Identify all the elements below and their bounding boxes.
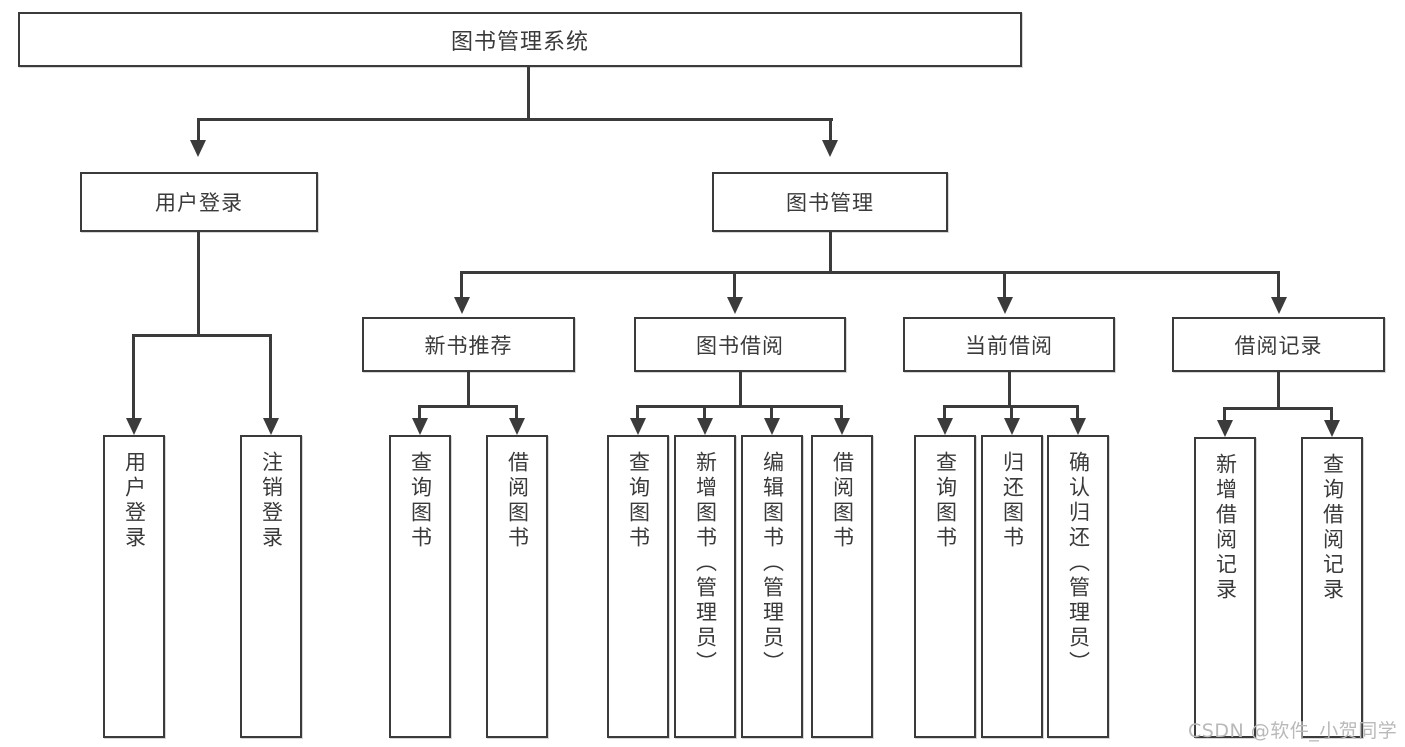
- arrowhead-leaf-return-book: [1004, 418, 1020, 435]
- leaf-label: 归还图书: [1000, 451, 1025, 551]
- connector-bb-drop-1: [636, 405, 639, 418]
- leaf-edit-book[interactable]: 编辑图书（管理员）: [741, 435, 803, 738]
- connector-bb-stem: [739, 372, 742, 406]
- connector-book-manage-stem: [829, 232, 832, 273]
- leaf-query-book-1[interactable]: 查询图书: [389, 435, 451, 738]
- connector-bm-drop-1: [460, 271, 463, 297]
- leaf-label: 确认归还（管理员）: [1066, 451, 1091, 676]
- connector-bb-drop-2: [703, 405, 706, 418]
- leaf-label: 查询图书: [626, 451, 651, 551]
- connector-cb-drop-2: [1010, 405, 1013, 418]
- arrowhead-borrow-record: [1271, 297, 1287, 314]
- arrowhead-leaf-logout-login: [263, 418, 279, 435]
- node-new-book-recommend[interactable]: 新书推荐: [362, 317, 575, 372]
- leaf-confirm-return[interactable]: 确认归还（管理员）: [1047, 435, 1109, 738]
- arrowhead-book-borrow: [727, 297, 743, 314]
- connector-bm-drop-4: [1277, 271, 1280, 297]
- connector-cb-drop-1: [943, 405, 946, 418]
- leaf-label: 借阅图书: [505, 451, 530, 551]
- connector-user-login-stem: [197, 232, 200, 335]
- arrowhead-leaf-borrow-book-2: [834, 418, 850, 435]
- leaf-label: 查询图书: [933, 451, 958, 551]
- connector-br-stem: [1277, 372, 1280, 408]
- connector-cb-drop-3: [1076, 405, 1079, 418]
- leaf-add-record[interactable]: 新增借阅记录: [1194, 437, 1256, 738]
- connector-bb-drop-3: [770, 405, 773, 418]
- leaf-label: 新增图书（管理员）: [693, 451, 718, 676]
- node-current-borrow[interactable]: 当前借阅: [903, 317, 1115, 372]
- arrowhead-book-manage: [822, 140, 838, 157]
- leaf-label: 注销登录: [259, 451, 284, 551]
- arrowhead-new-book-recommend: [454, 297, 470, 314]
- node-label: 新书推荐: [424, 333, 513, 358]
- connector-bb-drop-4: [840, 405, 843, 418]
- arrowhead-leaf-add-book: [697, 418, 713, 435]
- arrowhead-leaf-confirm-return: [1070, 418, 1086, 435]
- arrowhead-leaf-user-login: [126, 418, 142, 435]
- connector-root-stem: [527, 67, 530, 119]
- connector-nbr-drop-1: [418, 405, 421, 418]
- node-label: 图书管理系统: [450, 29, 589, 55]
- arrowhead-leaf-query-record: [1324, 420, 1340, 437]
- connector-user-login-drop-1: [132, 334, 135, 418]
- leaf-label: 用户登录: [122, 451, 147, 551]
- connector-br-bus: [1223, 407, 1333, 410]
- leaf-query-book-2[interactable]: 查询图书: [607, 435, 669, 738]
- leaf-borrow-book-2[interactable]: 借阅图书: [811, 435, 873, 738]
- node-label: 借阅记录: [1234, 333, 1323, 358]
- node-book-borrow[interactable]: 图书借阅: [634, 317, 846, 372]
- arrowhead-user-login: [190, 140, 206, 157]
- connector-bm-drop-2: [733, 271, 736, 297]
- connector-root-drop-right: [829, 118, 832, 140]
- node-label: 用户登录: [155, 191, 243, 215]
- connector-nbr-bus: [418, 405, 518, 408]
- leaf-add-book[interactable]: 新增图书（管理员）: [674, 435, 736, 738]
- node-book-manage[interactable]: 图书管理: [712, 172, 948, 232]
- node-label: 图书管理: [786, 191, 874, 215]
- leaf-query-book-3[interactable]: 查询图书: [914, 435, 976, 738]
- node-root-system[interactable]: 图书管理系统: [18, 12, 1022, 67]
- leaf-borrow-book-1[interactable]: 借阅图书: [486, 435, 548, 738]
- connector-br-drop-1: [1223, 407, 1226, 420]
- node-label: 图书借阅: [696, 333, 784, 358]
- leaf-logout-login[interactable]: 注销登录: [240, 435, 302, 738]
- arrowhead-leaf-edit-book: [764, 418, 780, 435]
- arrowhead-leaf-query-book-1: [412, 418, 428, 435]
- connector-nbr-stem: [467, 372, 470, 406]
- leaf-label: 查询图书: [408, 451, 433, 551]
- connector-user-login-bus: [134, 334, 272, 337]
- connector-bb-bus: [636, 405, 842, 408]
- connector-br-drop-2: [1330, 407, 1333, 420]
- connector-book-manage-bus: [460, 271, 1280, 274]
- arrowhead-leaf-query-book-3: [937, 418, 953, 435]
- arrowhead-current-borrow: [997, 297, 1013, 314]
- connector-cb-stem: [1008, 372, 1011, 406]
- arrowhead-leaf-borrow-book-1: [509, 418, 525, 435]
- leaf-query-record[interactable]: 查询借阅记录: [1301, 437, 1363, 738]
- node-user-login[interactable]: 用户登录: [80, 172, 318, 232]
- connector-root-drop-left: [197, 118, 200, 140]
- leaf-label: 查询借阅记录: [1320, 453, 1345, 603]
- connector-user-login-drop-2: [269, 334, 272, 418]
- node-borrow-record[interactable]: 借阅记录: [1172, 317, 1385, 372]
- arrowhead-leaf-query-book-2: [630, 418, 646, 435]
- connector-root-bus: [197, 118, 833, 121]
- leaf-label: 编辑图书（管理员）: [760, 451, 785, 676]
- arrowhead-leaf-add-record: [1217, 420, 1233, 437]
- connector-nbr-drop-2: [515, 405, 518, 418]
- leaf-return-book[interactable]: 归还图书: [981, 435, 1043, 738]
- connector-bm-drop-3: [1003, 271, 1006, 297]
- leaf-user-login[interactable]: 用户登录: [103, 435, 165, 738]
- leaf-label: 新增借阅记录: [1213, 453, 1238, 603]
- node-label: 当前借阅: [965, 333, 1053, 358]
- leaf-label: 借阅图书: [830, 451, 855, 551]
